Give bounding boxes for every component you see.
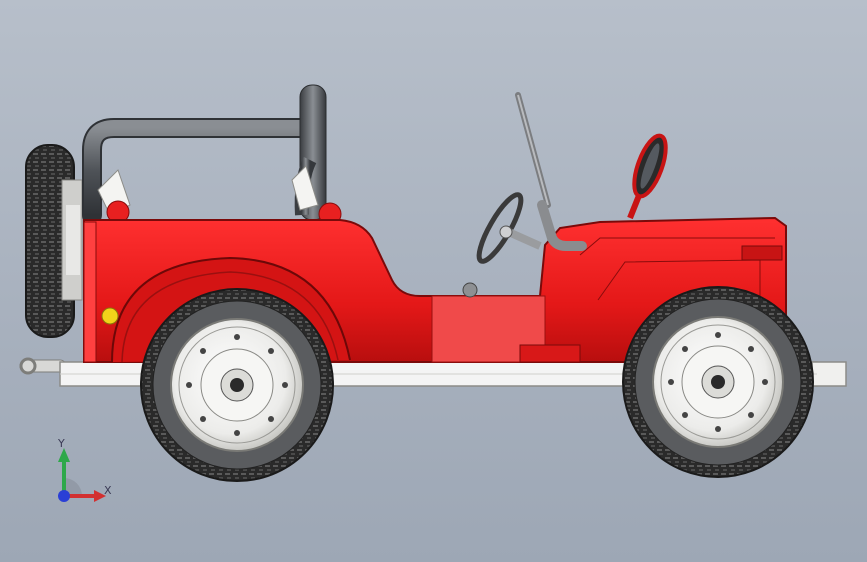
coordinate-triad: Y X	[57, 438, 112, 502]
spare-tire	[25, 144, 83, 338]
tow-hook	[19, 357, 67, 375]
seat	[97, 165, 342, 226]
y-axis-label: Y	[57, 438, 65, 450]
gear-knob	[462, 282, 478, 298]
tail-lamp	[101, 307, 119, 325]
x-axis-label: X	[104, 484, 112, 497]
jeep-body	[83, 216, 787, 363]
steering-wheel	[476, 192, 542, 264]
windshield-frame	[515, 92, 587, 251]
rear-wheel	[140, 288, 334, 482]
side-mirror	[627, 133, 668, 220]
front-wheel	[622, 286, 814, 478]
